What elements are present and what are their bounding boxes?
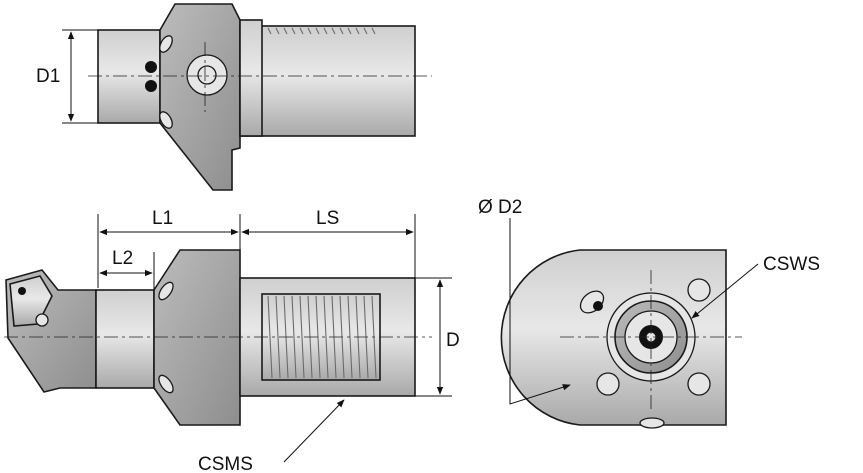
top-screw-hole-lower	[145, 80, 157, 92]
insert-clamp	[35, 313, 49, 327]
csws-leader	[691, 263, 759, 319]
top-barrel	[239, 25, 416, 137]
top-view: D1	[36, 3, 432, 191]
top-thread	[267, 27, 376, 35]
d2-leader	[509, 218, 571, 405]
top-coolant-port-inner	[197, 65, 217, 85]
top-slot-upper	[159, 35, 173, 53]
top-shank	[97, 29, 161, 124]
side-slot-lower	[158, 374, 174, 394]
ls-label: LS	[316, 208, 339, 229]
d2-label: Ø D2	[478, 197, 522, 218]
csms-label: CSMS	[198, 454, 253, 473]
side-slot-upper	[158, 281, 174, 301]
end-hole-top-right	[687, 278, 711, 302]
end-hole-bottom-left	[596, 372, 620, 396]
end-screw-head	[593, 301, 603, 311]
side-flange	[153, 249, 241, 426]
top-collar	[239, 19, 263, 137]
top-head	[159, 3, 241, 191]
end-view: CSWS Ø D2	[478, 197, 820, 429]
d1-label: D1	[36, 66, 60, 87]
insert-screw	[18, 287, 26, 295]
side-view: L1 L2 LS D CSMS	[4, 208, 460, 473]
l1-label: L1	[152, 208, 173, 229]
top-slot-lower	[159, 111, 173, 129]
l2-label: L2	[112, 248, 133, 269]
csws-label: CSWS	[763, 254, 820, 275]
csms-leader	[283, 399, 345, 463]
side-shank	[95, 289, 155, 389]
top-screw-hole-upper	[145, 61, 157, 73]
end-hole-bottom-right	[687, 372, 711, 396]
d-label: D	[446, 330, 460, 351]
end-slot-bottom	[639, 417, 665, 429]
